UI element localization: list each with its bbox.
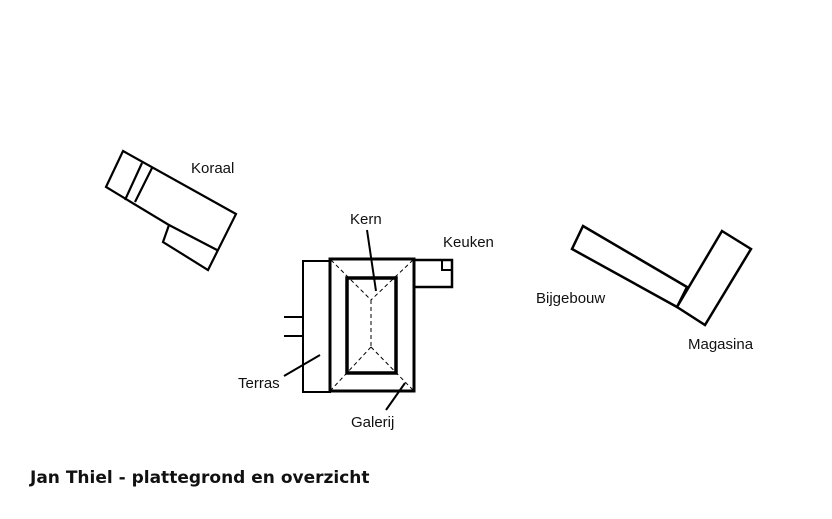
terras-leader bbox=[283, 354, 321, 377]
keuken bbox=[412, 258, 454, 289]
label-koraal: Koraal bbox=[191, 160, 234, 177]
label-bijgebouw: Bijgebouw bbox=[536, 290, 605, 307]
kern bbox=[345, 276, 398, 375]
caption: Jan Thiel - plattegrond en overzicht bbox=[30, 468, 370, 488]
label-magasina: Magasina bbox=[688, 336, 754, 353]
galerij-leader bbox=[385, 382, 406, 411]
terras bbox=[302, 260, 331, 393]
bijgebouw-magasina bbox=[570, 224, 753, 327]
label-galerij: Galerij bbox=[351, 414, 394, 431]
label-kern: Kern bbox=[350, 211, 382, 228]
koraal-building bbox=[104, 149, 238, 272]
label-keuken: Keuken bbox=[443, 234, 494, 251]
label-terras: Terras bbox=[238, 375, 280, 392]
kern-leader bbox=[366, 229, 377, 292]
main-house bbox=[283, 229, 454, 411]
